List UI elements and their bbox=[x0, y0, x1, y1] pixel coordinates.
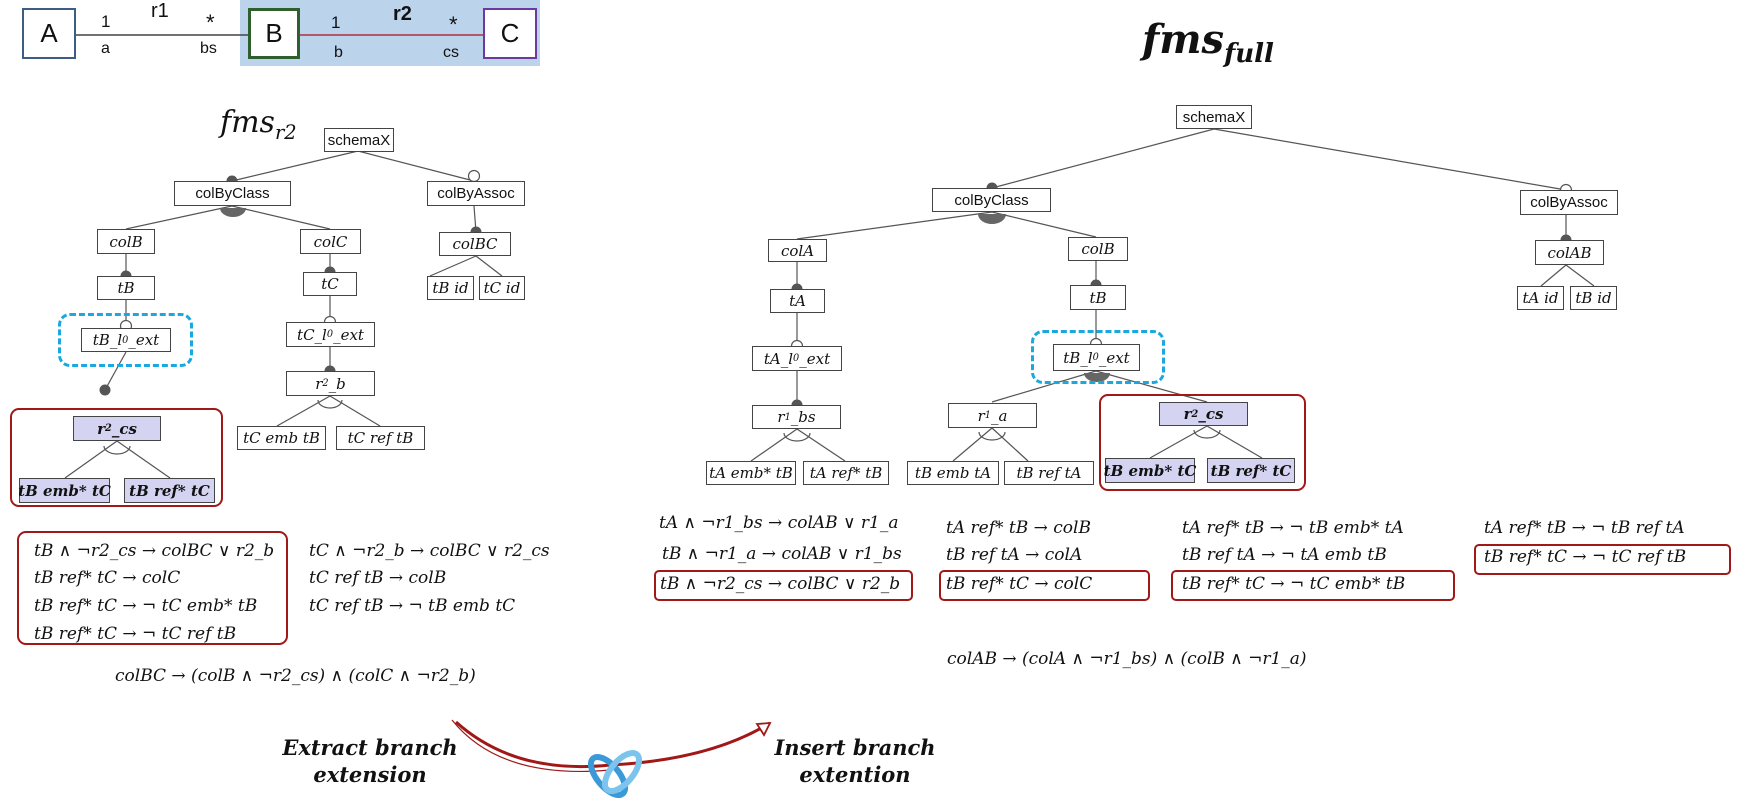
right-formula-c1-2: tB ∧ ¬r1_a → colAB ∨ r1_bs bbox=[662, 544, 902, 564]
left-diagram-title: fmsr2 bbox=[220, 105, 297, 144]
right-node-ta-id: tA id bbox=[1517, 286, 1564, 310]
right-formula-c2-3: tB ref* tC → colC bbox=[946, 574, 1093, 594]
right-formula-c3-2: tB ref tA → ¬ tA emb tB bbox=[1182, 545, 1387, 565]
right-formula-c1-3: tB ∧ ¬r2_cs → colBC ∨ r2_b bbox=[660, 574, 901, 594]
uml-class-c-label: C bbox=[500, 18, 520, 48]
right-node-ta: tA bbox=[770, 289, 825, 313]
right-node-schemax: schemaX bbox=[1176, 105, 1252, 129]
left-formula-6: tC ref tB → colB bbox=[309, 568, 447, 588]
uml-r1-mult-a: 1 bbox=[101, 12, 111, 31]
right-formula-c1-1: tA ∧ ¬r1_bs → colAB ∨ r1_a bbox=[659, 513, 899, 533]
left-node-colbyassoc: colByAssoc bbox=[427, 181, 525, 206]
right-formula-c4-1: tA ref* tB → ¬ tB ref tA bbox=[1484, 518, 1685, 538]
uml-association-lines bbox=[76, 34, 483, 36]
left-node-tc: tC bbox=[303, 272, 357, 296]
left-node-tb-emb-tc: tB emb* tC bbox=[18, 478, 111, 503]
uml-r2-name: r2 bbox=[393, 3, 412, 25]
uml-r1-name: r1 bbox=[151, 0, 169, 22]
left-formula-4: tB ref* tC → ¬ tC ref tB bbox=[34, 624, 237, 644]
right-node-colab: colAB bbox=[1535, 240, 1604, 265]
left-node-tc-ref-tb: tC ref tB bbox=[336, 426, 425, 450]
right-formula-c2-1: tA ref* tB → colB bbox=[946, 518, 1091, 538]
right-branch-extension-frame bbox=[1099, 394, 1306, 491]
uml-class-c: C bbox=[483, 8, 537, 59]
right-formula-c4-frame bbox=[1474, 544, 1731, 575]
left-node-schemax: schemaX bbox=[324, 128, 394, 152]
uml-r2-role-b: b bbox=[334, 44, 343, 61]
extract-branch-label: Extract branch extension bbox=[282, 735, 458, 787]
right-node-cola: colA bbox=[768, 239, 827, 262]
uml-r2-mult-cs: * bbox=[449, 12, 458, 37]
left-node-tc-id: tC id bbox=[479, 276, 525, 300]
right-node-tb-emb-ta: tB emb tA bbox=[907, 461, 999, 485]
right-formula-c2-2: tB ref tA → colA bbox=[946, 545, 1083, 565]
left-node-tb: tB bbox=[97, 276, 155, 300]
insert-branch-label: Insert branch extention bbox=[774, 735, 936, 787]
right-diagram-title: fmsfull bbox=[1142, 16, 1274, 69]
left-extension-dashed-frame bbox=[58, 313, 193, 367]
left-node-tc-emb-tb: tC emb tB bbox=[237, 426, 326, 450]
uml-r1-mult-bs: * bbox=[206, 10, 215, 35]
right-formula-c4-2: tB ref* tC → ¬ tC ref tB bbox=[1484, 547, 1687, 567]
right-formula-bottom: colAB → (colA ∧ ¬r1_bs) ∧ (colB ∧ ¬r1_a) bbox=[947, 649, 1307, 669]
left-branch-extension-frame bbox=[10, 408, 223, 507]
left-formula-3: tB ref* tC → ¬ tC emb* tB bbox=[34, 596, 258, 616]
right-node-tb-ref-ta: tB ref tA bbox=[1004, 461, 1094, 485]
right-formula-c3-1: tA ref* tB → ¬ tB emb* tA bbox=[1182, 518, 1404, 538]
left-node-tb-ref-tc: tB ref* tC bbox=[124, 478, 215, 503]
link-icon bbox=[588, 750, 642, 798]
left-formula-frame bbox=[17, 531, 288, 645]
right-node-colbyassoc: colByAssoc bbox=[1520, 190, 1618, 215]
right-node-colb: colB bbox=[1068, 237, 1128, 261]
right-extension-dashed-frame bbox=[1031, 330, 1165, 384]
right-formula-c2-frame bbox=[939, 570, 1150, 601]
uml-r1-role-bs: bs bbox=[200, 40, 217, 57]
right-node-tb-ref-tc: tB ref* tC bbox=[1207, 458, 1295, 483]
left-node-colbc: colBC bbox=[439, 232, 511, 256]
uml-class-a: A bbox=[22, 8, 76, 59]
left-node-colbyclass: colByClass bbox=[174, 181, 291, 206]
right-formula-c3-3: tB ref* tC → ¬ tC emb* tB bbox=[1182, 574, 1406, 594]
right-formula-c3-frame bbox=[1171, 570, 1455, 601]
uml-r2-role-cs: cs bbox=[443, 44, 459, 61]
uml-class-b-label: B bbox=[265, 18, 283, 48]
uml-r2-mult-b: 1 bbox=[331, 13, 341, 32]
left-node-colc: colC bbox=[300, 229, 361, 254]
uml-class-a-label: A bbox=[40, 18, 58, 48]
right-node-tb-id: tB id bbox=[1570, 286, 1617, 310]
right-formula-c1-frame bbox=[654, 570, 913, 601]
right-node-ta-ref-tb: tA ref* tB bbox=[803, 461, 889, 485]
right-node-colbyclass: colByClass bbox=[932, 188, 1051, 212]
left-formula-2: tB ref* tC → colC bbox=[34, 568, 181, 588]
left-formula-bottom: colBC → (colB ∧ ¬r2_cs) ∧ (colC ∧ ¬r2_b) bbox=[115, 666, 476, 686]
left-node-tb-id: tB id bbox=[427, 276, 474, 300]
left-node-colb: colB bbox=[97, 229, 155, 254]
right-node-ta-emb-tb: tA emb* tB bbox=[706, 461, 796, 485]
left-formula-7: tC ref tB → ¬ tB emb tC bbox=[309, 596, 516, 616]
right-node-tb-emb-tc: tB emb* tC bbox=[1104, 458, 1196, 483]
uml-r1-role-a: a bbox=[101, 40, 110, 57]
right-node-tb: tB bbox=[1070, 285, 1126, 310]
uml-class-b: B bbox=[248, 8, 300, 59]
left-formula-1: tB ∧ ¬r2_cs → colBC ∨ r2_b bbox=[34, 541, 275, 561]
left-formula-5: tC ∧ ¬r2_b → colBC ∨ r2_cs bbox=[309, 541, 550, 561]
